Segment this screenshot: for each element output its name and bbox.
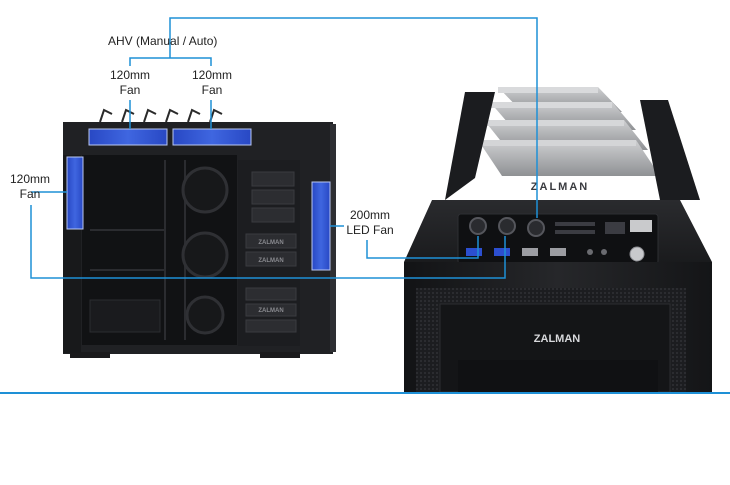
case-front-view: ZALMAN ZALMAN: [404, 87, 712, 393]
top-fan-left-size: 120mm: [109, 68, 150, 82]
front-brand-logo: ZALMAN: [534, 333, 580, 345]
temp-display: [630, 220, 652, 232]
led-fan-type: LED Fan: [346, 223, 394, 237]
top-fan-left-highlight: [88, 128, 168, 146]
top-fan-right-highlight: [172, 128, 252, 146]
front-fan-connector: [30, 205, 506, 279]
top-fan-left-label: 120mm Fan: [108, 68, 152, 98]
led-fan-highlight: [311, 181, 331, 271]
open-case-side-view: ZALMAN ZALMAN ZALMAN: [63, 108, 336, 358]
front-io-panel: [457, 213, 659, 265]
top-fan-left-type: Fan: [119, 83, 141, 97]
top-brand-logo: ZALMAN: [531, 181, 589, 193]
rear-fan-vent: [181, 166, 229, 214]
front-fan-label: 120mm Fan: [8, 172, 52, 202]
led-fan-size: 200mm: [349, 208, 390, 222]
ahv-label: AHV (Manual / Auto): [108, 34, 217, 49]
ahv-label-text: AHV (Manual / Auto): [108, 34, 218, 48]
power-button: [629, 246, 645, 262]
front-fan-size: 120mm: [9, 172, 50, 186]
led-fan-connector: [366, 236, 479, 259]
ahv-control-knobs: [469, 217, 545, 237]
callout-lines: [30, 17, 538, 279]
top-fan-right-type: Fan: [201, 83, 223, 97]
top-fan-right-label: 120mm Fan: [190, 68, 234, 98]
ahv-bracket: [129, 57, 212, 66]
drive-bay-logo: ZALMAN: [258, 308, 283, 314]
front-fan-type: Fan: [19, 187, 41, 201]
top-clips: [99, 108, 223, 123]
front-fan-highlight: [66, 156, 84, 230]
top-fan-right-size: 120mm: [191, 68, 232, 82]
usb-ports: [466, 248, 607, 256]
drive-bay-logo: ZALMAN: [258, 258, 283, 264]
led-fan-label: 200mm LED Fan: [344, 208, 396, 238]
ahv-connector: [169, 17, 538, 218]
drive-bay-logo: ZALMAN: [258, 240, 283, 246]
top-vent-fins: [478, 87, 660, 176]
